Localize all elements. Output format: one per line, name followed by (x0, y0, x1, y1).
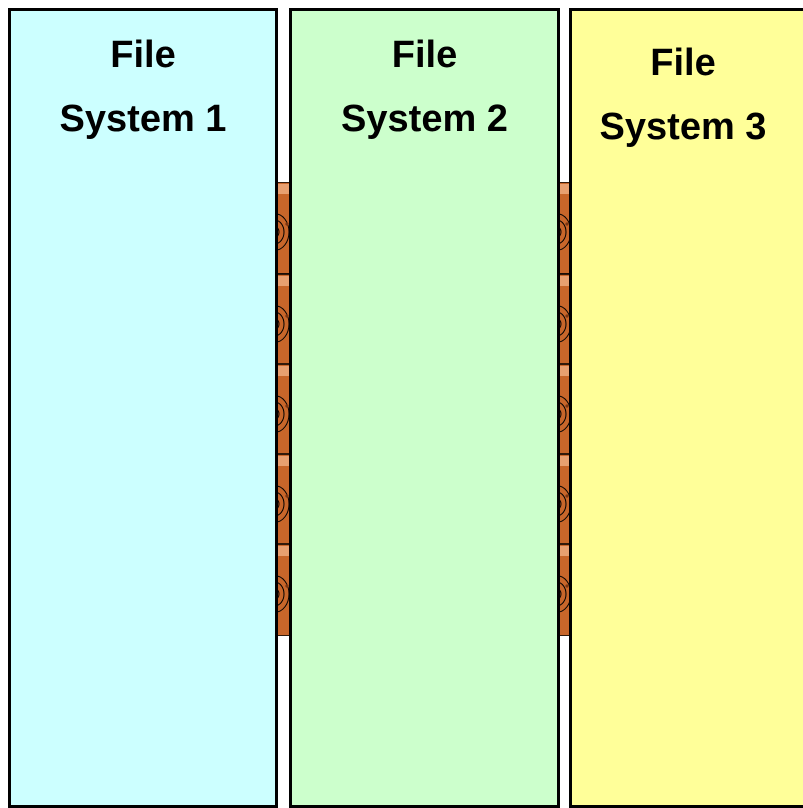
file-system-1-title-line2: System 1 (59, 98, 227, 140)
disk-stack-icon (275, 182, 292, 636)
shared-disk-stack-left (275, 182, 292, 636)
file-system-2-title-line2: System 2 (341, 98, 508, 140)
file-system-1-title-line1: File (110, 34, 176, 76)
file-system-3-title-line1: File (650, 42, 716, 84)
file-system-1-title: File System 1 (11, 11, 275, 151)
file-system-1-panel: File System 1 (8, 8, 278, 808)
file-system-2-panel: File System 2 (289, 8, 560, 808)
file-system-2-title-line1: File (391, 34, 458, 76)
file-system-3-title: File System 3 (564, 11, 802, 159)
file-system-3-panel: File System 3 (569, 8, 803, 808)
file-system-3-title-line2: System 3 (599, 106, 767, 148)
shared-disk-stack-right (557, 182, 572, 636)
disk-stack-icon (557, 182, 572, 636)
file-system-2-title: File System 2 (292, 11, 557, 151)
